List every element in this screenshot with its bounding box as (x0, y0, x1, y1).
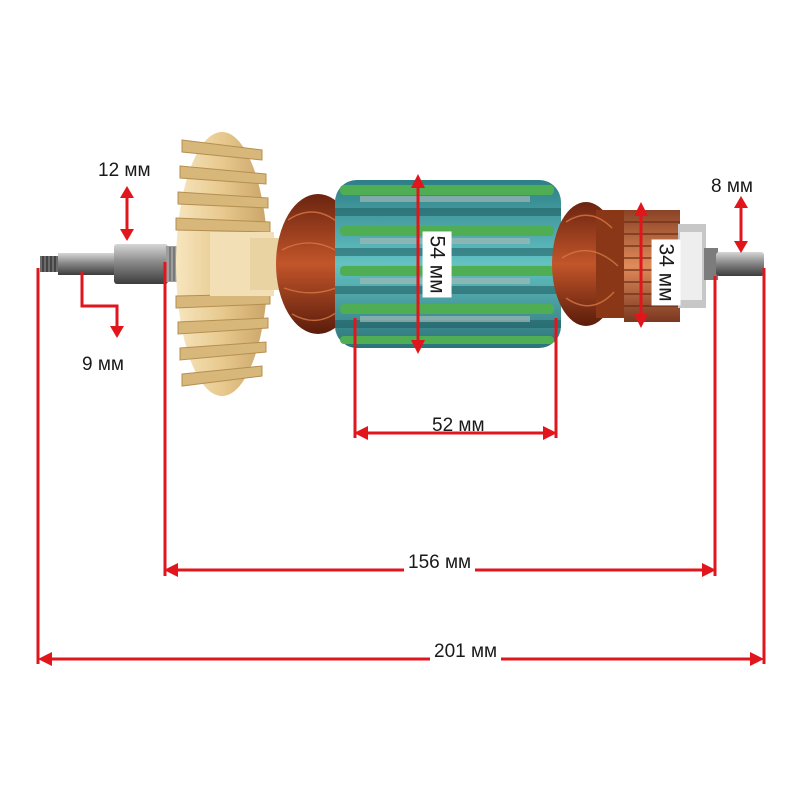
bearing-span-label: 156 мм (404, 551, 476, 574)
core-diameter-label: 54 мм (422, 231, 452, 298)
commutator-diameter-label: 34 мм (651, 239, 681, 306)
rear-shaft (704, 248, 764, 280)
cooling-fan (175, 132, 290, 396)
shaft-diameter-label: 12 мм (98, 160, 151, 181)
rear-winding (552, 202, 626, 326)
shaft-step-label: 9 мм (82, 354, 124, 375)
rear-shaft-label: 8 мм (711, 176, 753, 197)
core-length-label: 52 мм (432, 415, 485, 436)
front-shaft (40, 244, 192, 284)
overall-length-label: 201 мм (430, 640, 502, 663)
dimension-lines (36, 174, 766, 666)
